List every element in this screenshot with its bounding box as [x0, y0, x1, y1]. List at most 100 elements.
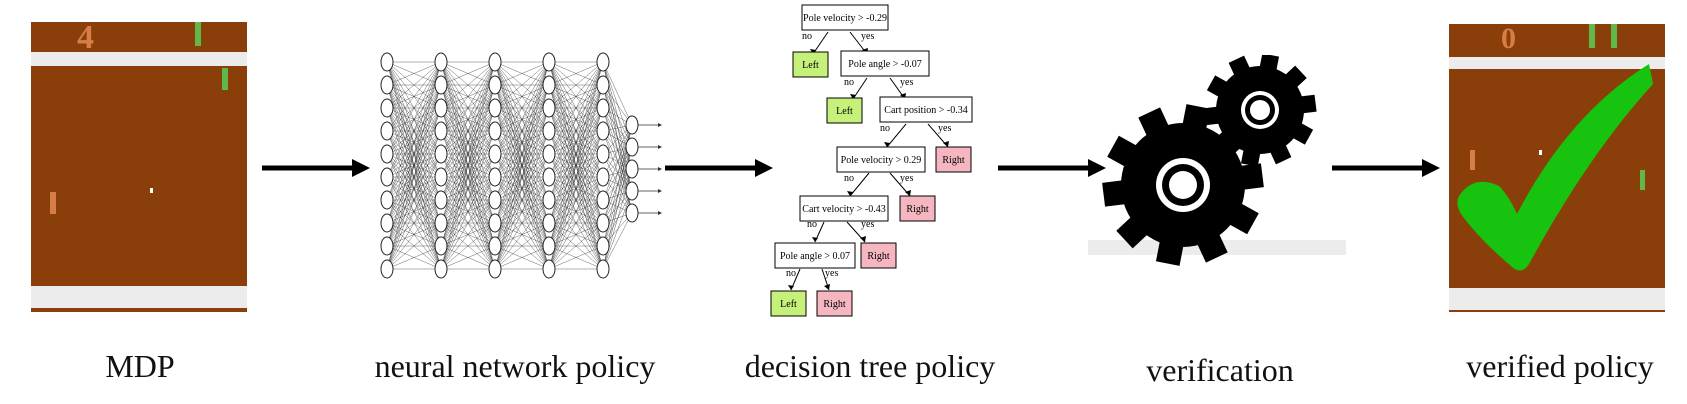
neural-network-diagram	[380, 52, 662, 279]
arrow-2	[665, 159, 773, 177]
svg-text:Right: Right	[867, 251, 889, 262]
nn-neuron	[434, 213, 448, 233]
player-paddle	[50, 192, 56, 214]
nn-neuron	[380, 98, 394, 118]
pong-score-green-bar	[195, 22, 201, 46]
nn-neuron	[434, 144, 448, 164]
edge-label-no: no	[802, 31, 812, 42]
pong-top-bar	[31, 52, 247, 66]
nn-neuron	[488, 52, 502, 72]
tree-leaf-right: Right	[816, 290, 853, 317]
nn-neuron	[596, 75, 610, 95]
svg-text:Right: Right	[942, 155, 964, 166]
edge-label-yes: yes	[825, 268, 838, 279]
nn-neuron	[596, 144, 610, 164]
nn-neuron	[380, 190, 394, 210]
edge-label-yes: yes	[938, 123, 951, 134]
edge-label-no: no	[880, 123, 890, 134]
svg-text:Left: Left	[780, 299, 797, 310]
pong-score-green-bar	[1611, 24, 1617, 48]
check-mark-icon	[1457, 64, 1653, 271]
nn-neuron	[434, 98, 448, 118]
nn-neuron	[542, 236, 556, 256]
nn-neuron	[380, 167, 394, 187]
tree-leaf-right: Right	[899, 195, 936, 222]
nn-neuron	[488, 213, 502, 233]
nn-neuron	[625, 159, 639, 179]
tree-node-pole-angle-2: Pole angle > 0.07	[774, 242, 856, 269]
nn-neuron	[488, 167, 502, 187]
nn-neuron	[596, 259, 610, 279]
svg-text:Cart position > -0.34: Cart position > -0.34	[884, 105, 967, 116]
opponent-paddle	[1640, 170, 1645, 190]
nn-neuron	[625, 181, 639, 201]
nn-neuron	[380, 75, 394, 95]
svg-text:Right: Right	[906, 204, 928, 215]
pong-field	[31, 22, 247, 312]
svg-text:Left: Left	[802, 60, 819, 71]
tree-leaf-left: Left	[826, 97, 863, 124]
caption-decision-tree-policy: decision tree policy	[744, 348, 996, 384]
nn-neuron	[434, 190, 448, 210]
pong-ball	[1539, 150, 1542, 155]
nn-neuron	[596, 190, 610, 210]
nn-neuron	[380, 259, 394, 279]
nn-neuron	[625, 115, 639, 135]
nn-neuron	[488, 236, 502, 256]
pong-top-bar	[1449, 57, 1665, 69]
large-gear-icon	[1102, 104, 1264, 266]
tree-leaf-right: Right	[935, 146, 972, 173]
nn-neuron	[596, 121, 610, 141]
nn-neuron	[434, 236, 448, 256]
edge-label-no: no	[807, 219, 817, 230]
pong-score-green-bar	[1589, 24, 1595, 48]
pong-score: 0	[1501, 24, 1516, 55]
nn-neuron	[380, 213, 394, 233]
arrow-3	[998, 159, 1106, 177]
svg-text:Pole angle > 0.07: Pole angle > 0.07	[780, 251, 850, 262]
pong-ball	[150, 188, 153, 193]
tree-node-pole-velocity-2: Pole velocity > 0.29	[836, 146, 926, 173]
verification-gears	[1088, 55, 1346, 266]
nn-neuron	[596, 213, 610, 233]
pong-bottom-bar	[31, 286, 247, 308]
edge-label-no: no	[844, 77, 854, 88]
arrow-4	[1332, 159, 1440, 177]
edge-label-yes: yes	[861, 219, 874, 230]
player-paddle	[1470, 150, 1475, 170]
nn-neuron	[542, 98, 556, 118]
nn-neuron	[596, 167, 610, 187]
nn-neuron	[434, 167, 448, 187]
nn-neuron	[488, 75, 502, 95]
edge-label-no: no	[786, 268, 796, 279]
nn-neuron	[542, 167, 556, 187]
nn-neuron	[488, 144, 502, 164]
nn-neuron	[596, 236, 610, 256]
nn-neuron	[380, 52, 394, 72]
opponent-paddle	[222, 68, 228, 90]
nn-neuron	[596, 98, 610, 118]
edge-label-no: no	[844, 173, 854, 184]
nn-neuron	[625, 203, 639, 223]
nn-neuron	[488, 259, 502, 279]
nn-neuron	[380, 236, 394, 256]
arrow-1	[262, 159, 370, 177]
svg-text:Left: Left	[836, 106, 853, 117]
tree-leaf-right: Right	[860, 242, 897, 269]
pong-bottom-bar	[1449, 288, 1665, 310]
small-gear-icon	[1203, 55, 1317, 167]
nn-neuron	[434, 259, 448, 279]
pong-score: 4	[77, 22, 94, 56]
nn-neuron	[542, 121, 556, 141]
nn-neuron	[434, 52, 448, 72]
tree-node-cart-velocity: Cart velocity > -0.43	[799, 195, 889, 222]
tree-node-cart-position: Cart position > -0.34	[879, 96, 973, 123]
caption-verification: verification	[1146, 352, 1294, 388]
nn-neuron	[542, 52, 556, 72]
svg-text:Pole velocity > -0.29: Pole velocity > -0.29	[803, 13, 887, 24]
nn-neuron	[542, 213, 556, 233]
nn-neuron	[542, 259, 556, 279]
nn-neuron	[542, 144, 556, 164]
nn-neuron	[625, 137, 639, 157]
tree-leaf-left: Left	[792, 51, 829, 78]
